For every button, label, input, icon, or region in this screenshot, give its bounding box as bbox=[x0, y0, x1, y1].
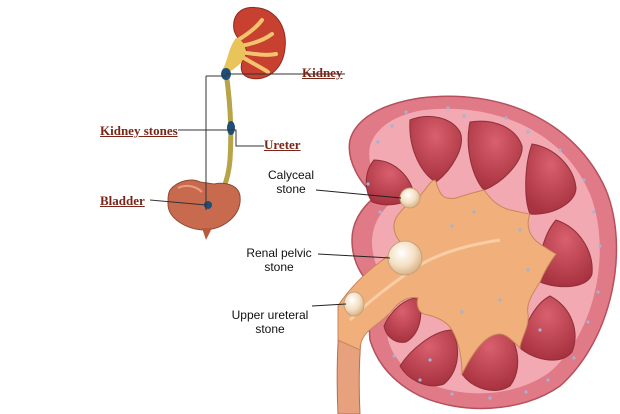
calyceal-stone bbox=[399, 187, 421, 209]
label-ureter: Ureter bbox=[264, 137, 301, 152]
label-upper-ureteral-line1: Upper ureteral bbox=[231, 308, 309, 322]
label-renal-pelvic-line1: Renal pelvic bbox=[246, 246, 312, 260]
label-calyceal-line2: stone bbox=[276, 182, 306, 196]
label-renal-pelvic-line2: stone bbox=[264, 260, 294, 274]
renal-pyramids bbox=[365, 116, 593, 391]
kidney-stone-middle bbox=[227, 121, 235, 135]
label-renal-pelvic-stone: Renal pelvic stone bbox=[236, 246, 322, 274]
small-tract-leader-lines bbox=[149, 73, 345, 210]
label-upper-ureteral-stone: Upper ureteral stone bbox=[222, 308, 318, 336]
label-kidney: Kidney bbox=[302, 65, 343, 80]
renal-pelvic-stone bbox=[387, 240, 423, 276]
large-kidney bbox=[311, 95, 618, 414]
label-calyceal-stone: Calyceal stone bbox=[256, 168, 326, 196]
label-kidney-stones: Kidney stones bbox=[100, 123, 178, 138]
small-urinary-tract bbox=[149, 6, 345, 240]
upper-ureteral-stone bbox=[343, 291, 365, 317]
stone-leader-lines bbox=[311, 189, 402, 307]
cortex-dots bbox=[366, 106, 602, 400]
bladder-neck bbox=[202, 228, 212, 240]
small-kidney-calyces bbox=[236, 18, 278, 74]
label-bladder: Bladder bbox=[100, 193, 145, 208]
small-renal-pelvis bbox=[222, 38, 246, 74]
label-calyceal-line1: Calyceal bbox=[267, 168, 315, 182]
label-upper-ureteral-line2: stone bbox=[255, 322, 285, 336]
